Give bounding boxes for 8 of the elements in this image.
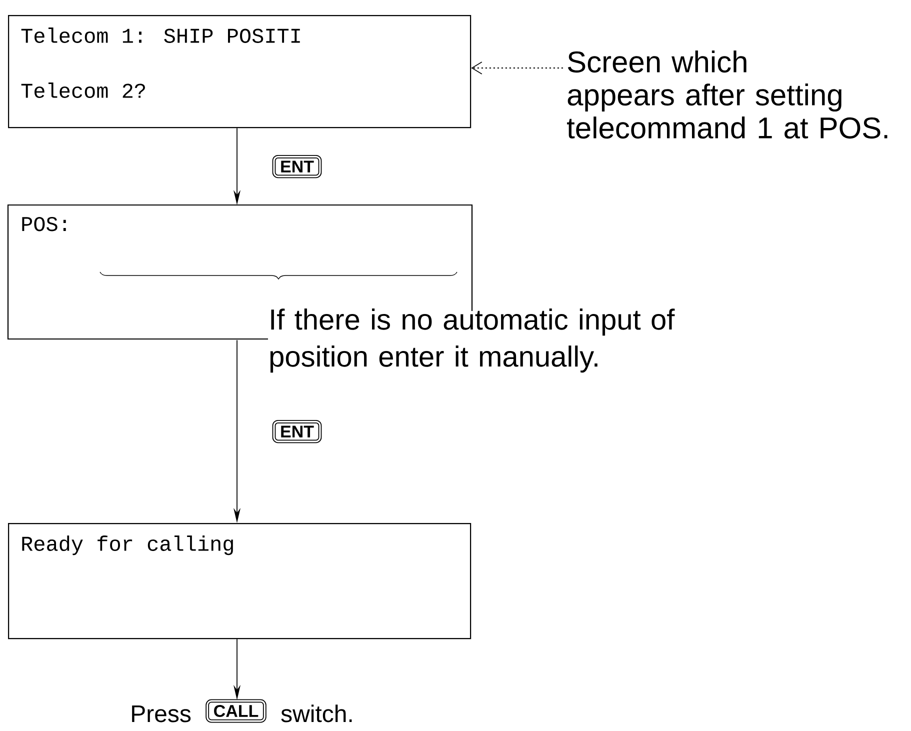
key-button: ENT [272,420,322,444]
screen-box: Ready for calling [8,523,472,640]
instruction-text: Press CALL switch. [132,699,352,723]
note-text: Screen which appears after setting telecommand 1 at POS. [567,50,888,139]
leader-line [471,62,564,74]
key-button: ENT [272,155,322,178]
note-text: If there is no automatic input of position enter it manually. [270,308,675,373]
screen-box: Telecom 1: SHIP POSITI Telecom 2? [8,15,472,128]
